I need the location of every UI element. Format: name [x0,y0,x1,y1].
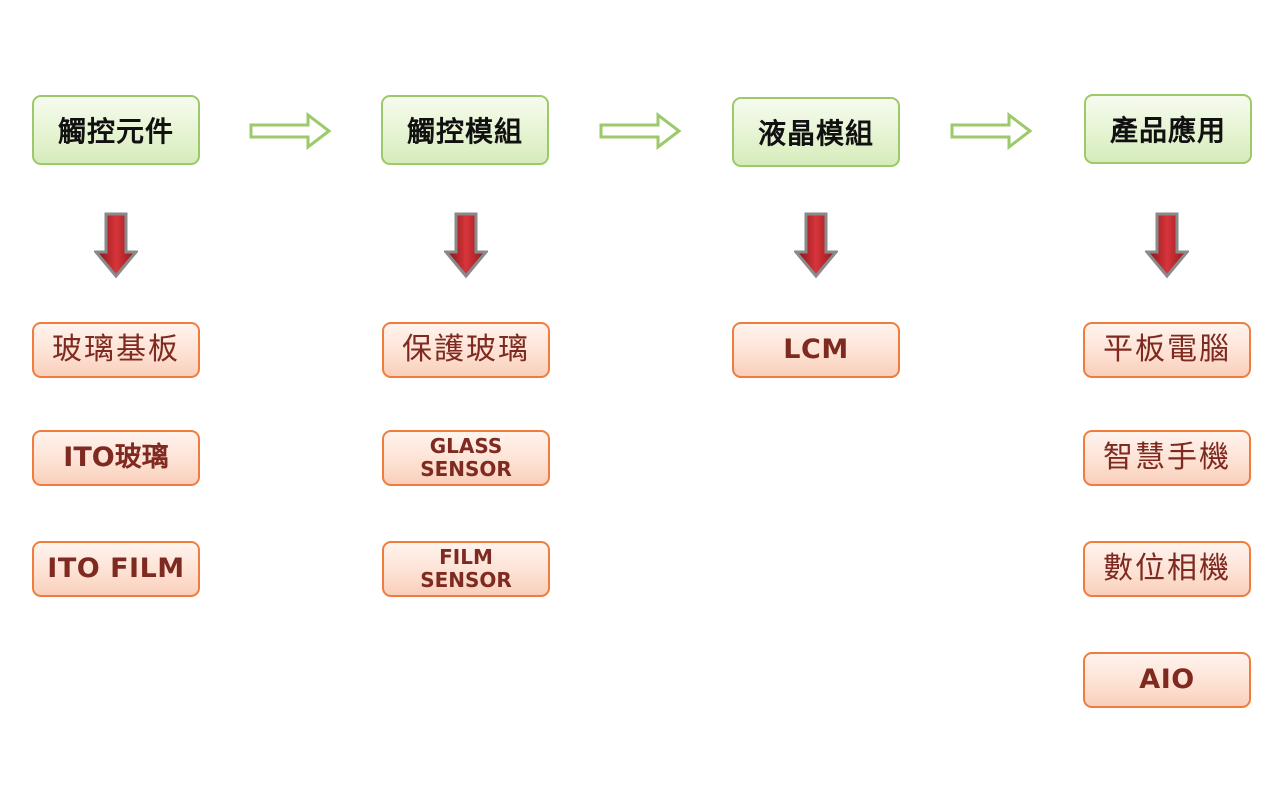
header-touch-module: 觸控模組 [381,95,549,165]
item-glass-substrate-label: 玻璃基板 [52,332,180,368]
header-touch-module-label: 觸控模組 [406,115,523,148]
item-digital-camera-label: 數位相機 [1103,551,1231,587]
header-touch-components: 觸控元件 [32,95,200,165]
header-lcd-module: 液晶模組 [732,97,900,167]
item-smartphone: 智慧手機 [1083,430,1251,486]
item-ito-film: ITO FILM [32,541,200,597]
down-arrow-icon [1145,212,1189,279]
item-glass-substrate: 玻璃基板 [32,322,200,378]
item-tablet: 平板電腦 [1083,322,1251,378]
item-film-sensor: FILM SENSOR [382,541,550,597]
down-arrow-icon [444,212,488,279]
item-lcm-label: LCM [783,333,849,365]
item-aio-label: AIO [1139,663,1195,695]
item-cover-glass: 保護玻璃 [382,322,550,378]
right-arrow-icon [599,112,682,150]
item-lcm: LCM [732,322,900,378]
right-arrow-icon [249,112,332,150]
down-arrow-icon [94,212,138,279]
header-lcd-module-label: 液晶模組 [757,117,874,150]
item-film-sensor-line2: SENSOR [420,568,512,592]
item-glass-sensor: GLASS SENSOR [382,430,550,486]
right-arrow-icon [950,112,1033,150]
item-smartphone-label: 智慧手機 [1103,440,1231,476]
item-ito-glass: ITO玻璃 [32,430,200,486]
item-tablet-label: 平板電腦 [1103,332,1231,368]
item-ito-glass-label: ITO玻璃 [63,441,169,473]
item-film-sensor-line1: FILM [439,545,493,569]
item-digital-camera: 數位相機 [1083,541,1251,597]
header-touch-components-label: 觸控元件 [57,115,174,148]
down-arrow-icon [794,212,838,279]
item-glass-sensor-line2: SENSOR [420,457,512,481]
header-product-applications-label: 產品應用 [1109,114,1226,147]
item-glass-sensor-line1: GLASS [429,434,503,458]
item-ito-film-label: ITO FILM [47,552,185,584]
header-product-applications: 產品應用 [1084,94,1252,164]
item-cover-glass-label: 保護玻璃 [402,332,530,368]
item-aio: AIO [1083,652,1251,708]
